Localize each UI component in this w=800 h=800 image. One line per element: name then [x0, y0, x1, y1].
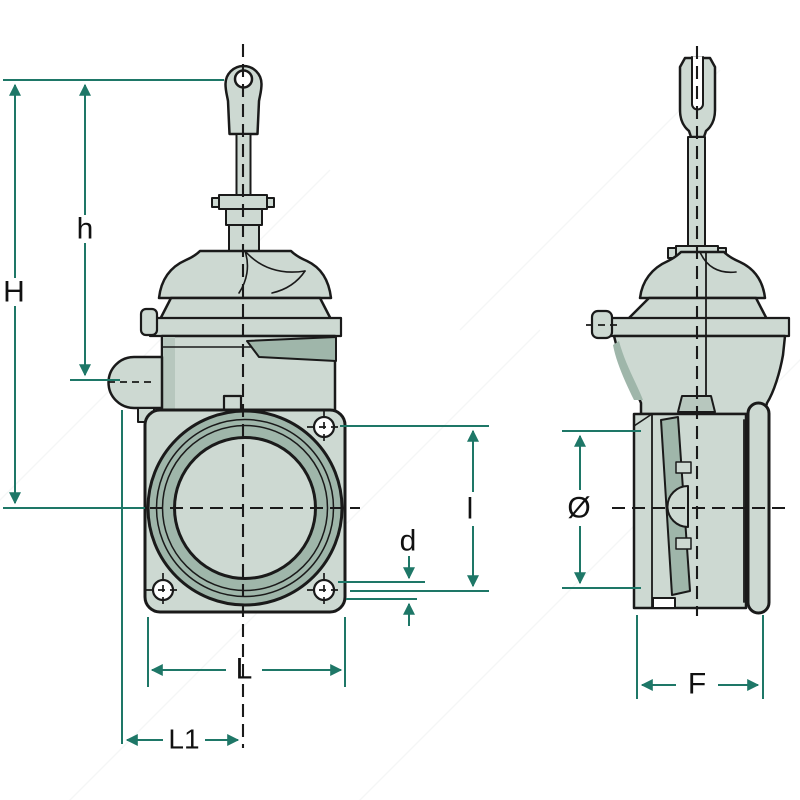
dimension-annotations: H h l d L L1 Ø F: [3, 79, 764, 755]
bonnet-curve-line: [244, 250, 306, 273]
neck-section-wall: [613, 341, 643, 400]
watermark-line: [0, 169, 331, 501]
dim-label-L: L: [236, 653, 253, 686]
port-half-circle: [666, 485, 689, 528]
bonnet-dome: [157, 249, 333, 300]
bonnet-curve-line-side: [699, 251, 737, 274]
watermark-line: [459, 69, 721, 331]
clevis-eye: [224, 64, 263, 136]
bonnet-flange-rim: [148, 316, 343, 338]
clevis-slot: [691, 56, 704, 111]
bonnet-rim-side: [608, 316, 791, 338]
stem-foot: [677, 395, 716, 413]
bonnet-dome-side: [638, 250, 767, 300]
dim-label-H: H: [3, 276, 25, 309]
center-lines: [108, 44, 791, 748]
body-section-wall: [163, 337, 175, 411]
gate-guide-lower: [675, 537, 692, 550]
slab-chamfer: [633, 413, 653, 427]
side-view: [590, 56, 791, 615]
dim-label-d: d: [400, 525, 417, 558]
foot-notch: [652, 597, 676, 609]
dim-label-F: F: [688, 668, 706, 701]
bonnet-curve-line: [238, 250, 249, 294]
bonnet-ear: [139, 307, 159, 337]
bonnet-curve-line: [271, 270, 306, 294]
front-view: [107, 64, 347, 614]
dim-label-diameter: Ø: [567, 492, 590, 525]
dim-label-L1: L1: [168, 724, 199, 755]
dim-label-l: l: [467, 493, 474, 526]
seat-wedge-section: [246, 336, 337, 362]
dim-label-h: h: [77, 213, 94, 246]
gate-guide-upper: [675, 461, 692, 474]
